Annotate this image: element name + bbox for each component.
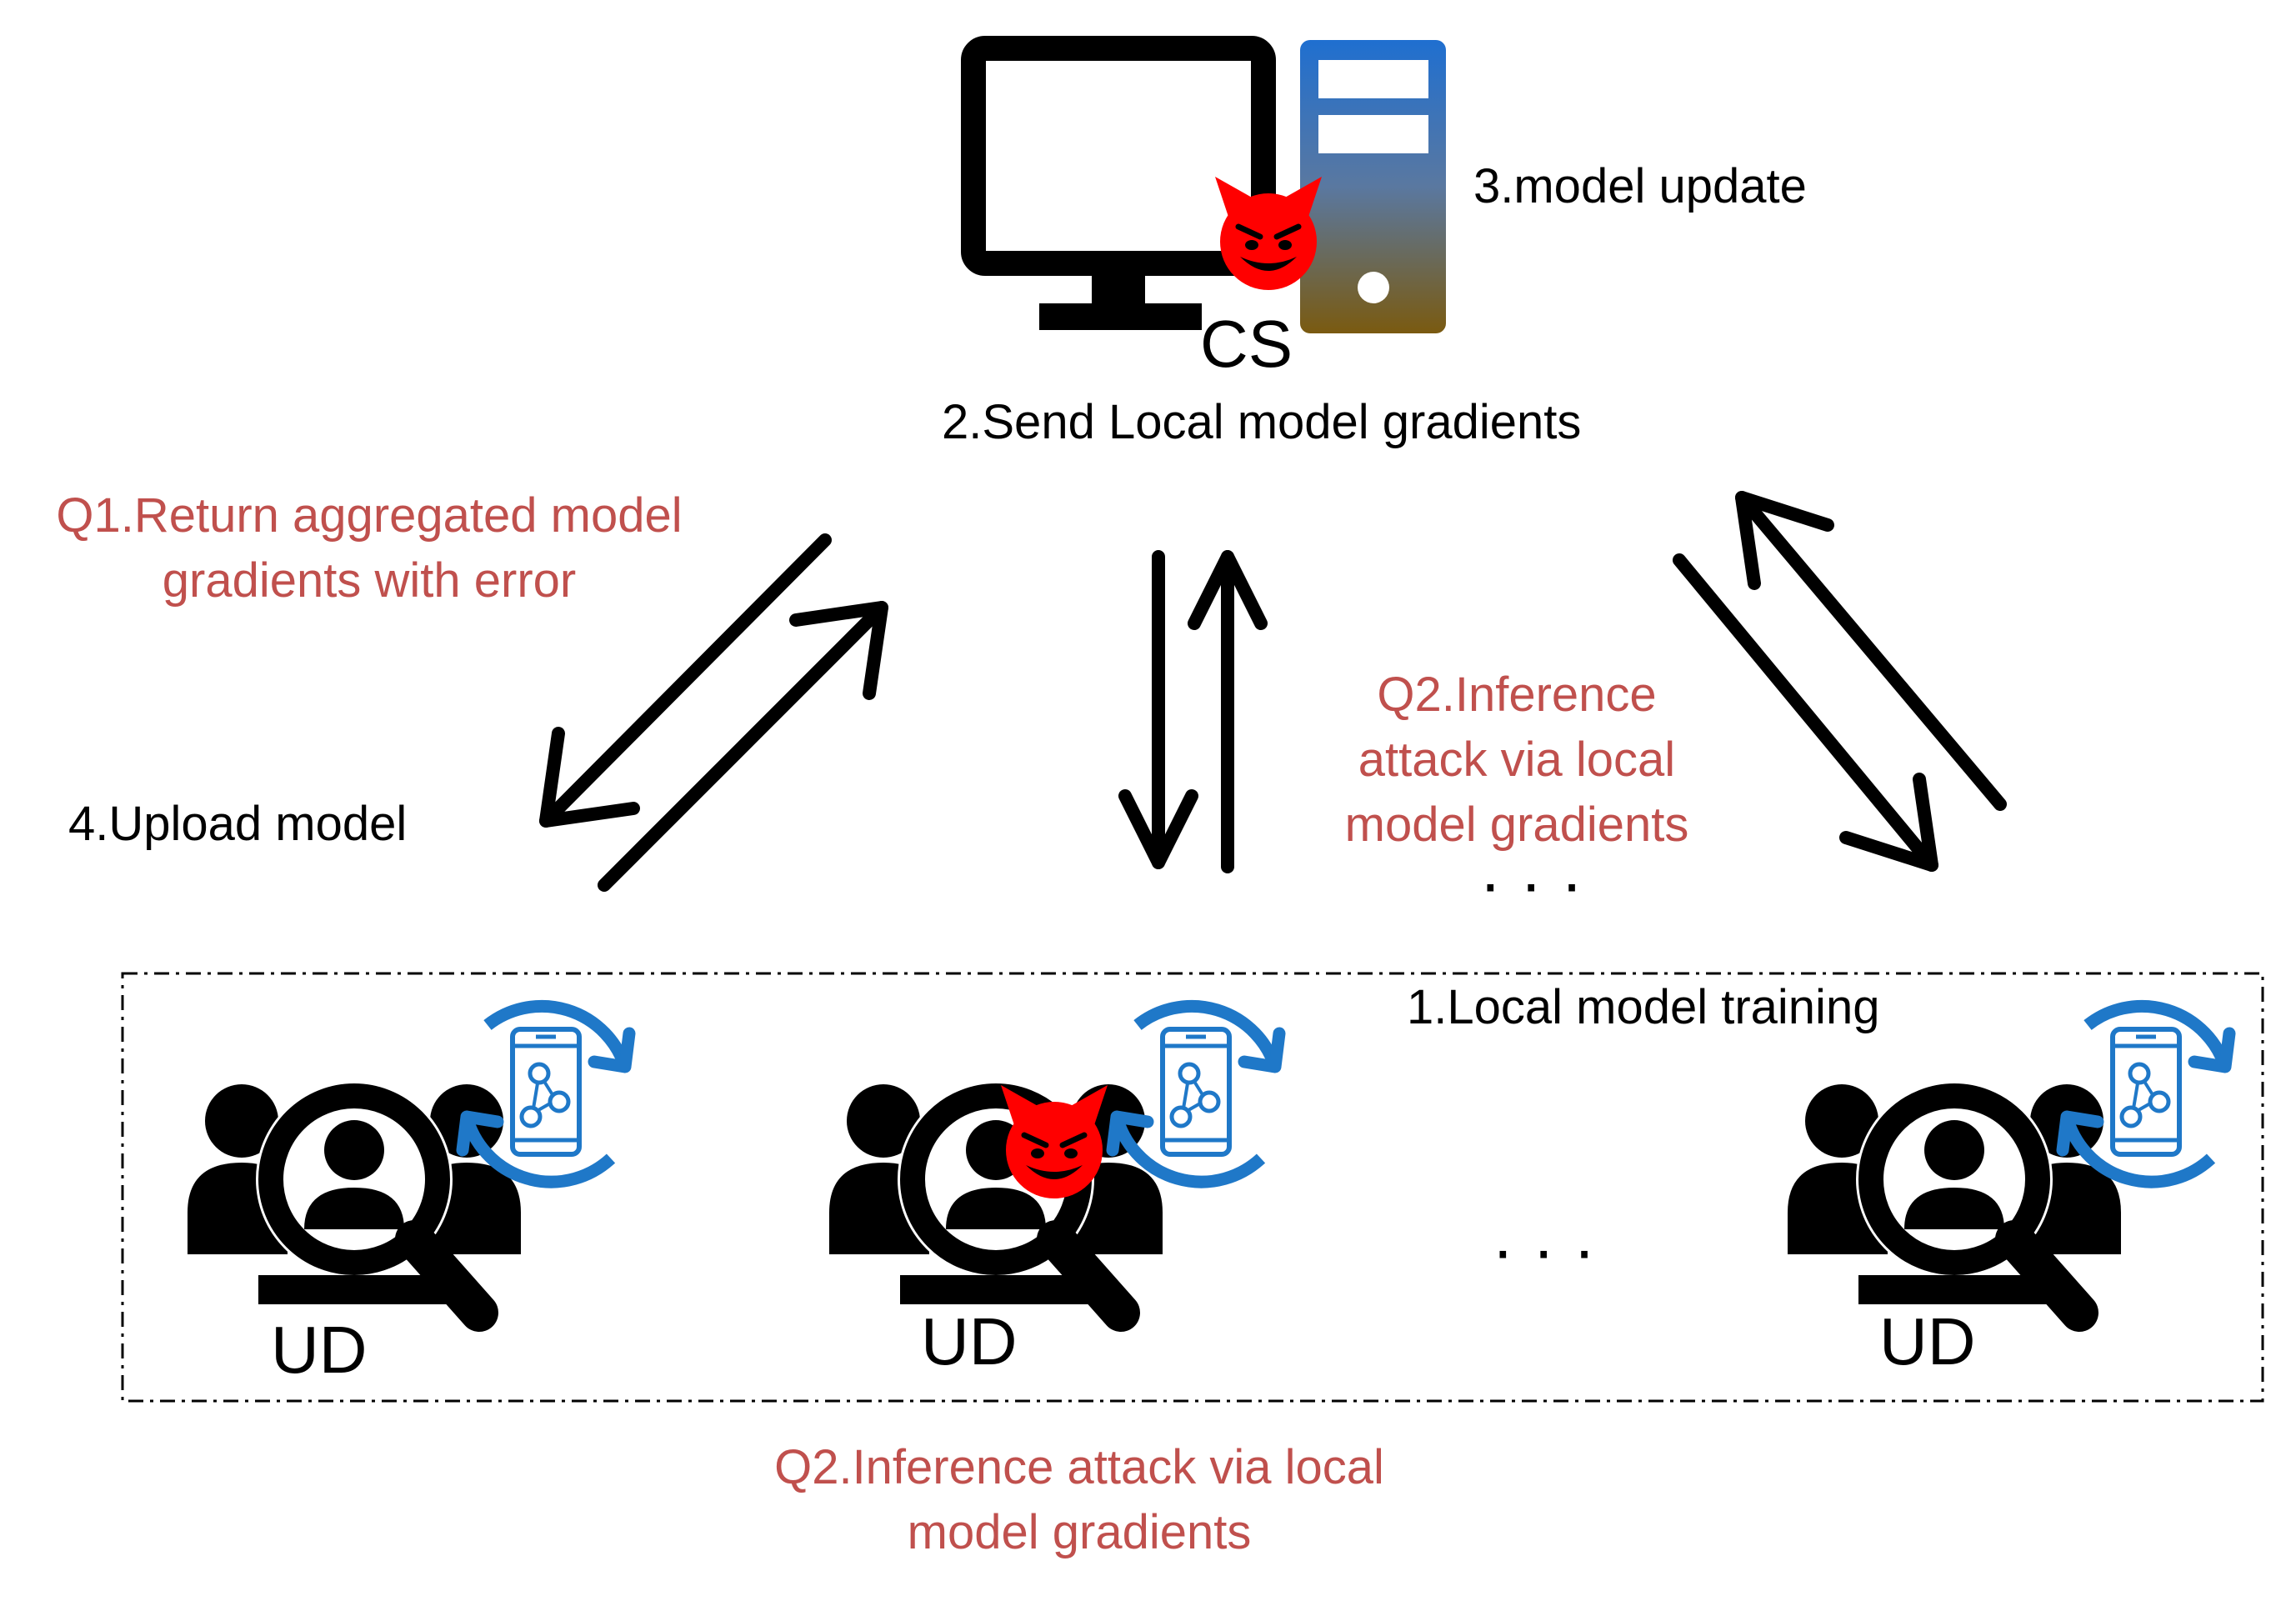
upload-arrow-left (598, 601, 888, 892)
server-label: CS (1200, 307, 1293, 381)
phone-sync-cycle-icon (1113, 1006, 1279, 1182)
threat-q2-top-line2: attack via local (1358, 733, 1676, 787)
threat-q2-bottom-line2: model gradients (907, 1505, 1252, 1559)
ellipsis-devices: · · · (1492, 1213, 1596, 1287)
threat-q2-bottom: Q2.Inference attack via local model grad… (658, 1435, 1500, 1565)
threat-q2-top-line3: model gradients (1344, 798, 1689, 852)
download-arrow-right (1673, 553, 1938, 872)
upload-arrow-right (1735, 491, 2007, 811)
threat-q1: Q1.Return aggregated model gradients wit… (15, 483, 723, 613)
device-boundary (121, 972, 2264, 1403)
threat-q1-line1: Q1.Return aggregated model (56, 488, 683, 543)
download-arrow-left (539, 533, 832, 828)
device-label-2: UD (921, 1304, 1018, 1378)
step-upload-model: 4.Upload model (68, 797, 408, 851)
device-label-1: UD (271, 1313, 368, 1387)
step-send-gradients: 2.Send Local model gradients (942, 395, 1582, 449)
download-arrow-center (1118, 550, 1198, 869)
upload-arrow-center (1188, 550, 1268, 873)
arrows (539, 491, 2007, 892)
threat-q2-top: Q2.Inference attack via local model grad… (1308, 663, 1725, 858)
threat-q1-line2: gradients with error (162, 553, 577, 608)
ellipsis-top: · · · (1479, 846, 1583, 920)
step-model-update: 3.model update (1473, 159, 1807, 213)
monitor-and-tower-icon (961, 36, 1446, 333)
step-local-training: 1.Local model training (1407, 980, 1880, 1034)
device-label-3: UD (1879, 1304, 1976, 1378)
threat-q2-top-line1: Q2.Inference (1377, 668, 1657, 722)
threat-q2-bottom-line1: Q2.Inference attack via local (774, 1440, 1384, 1494)
